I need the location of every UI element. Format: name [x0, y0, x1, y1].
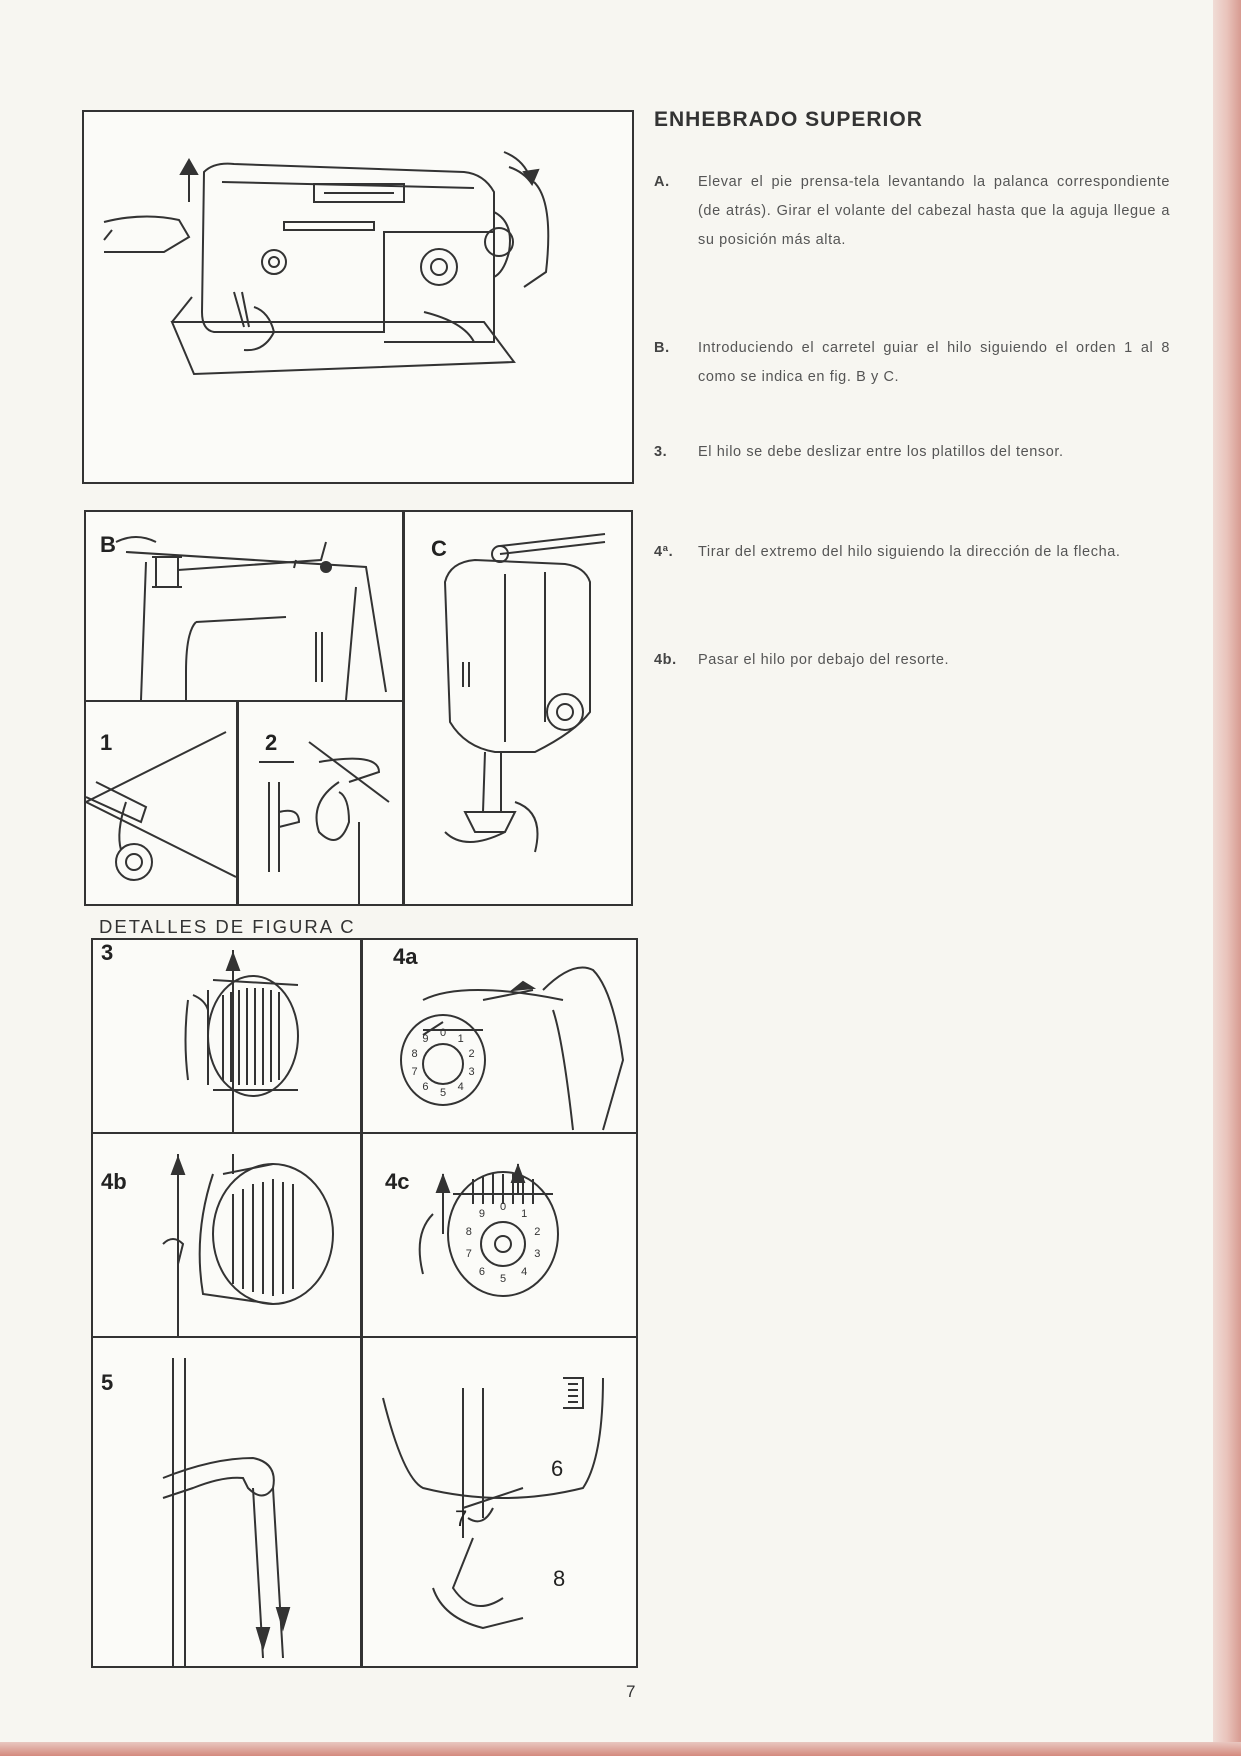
page-edge-right	[1213, 0, 1241, 1756]
step-3-text: El hilo se debe deslizar entre los plati…	[698, 444, 1064, 460]
page-edge-bottom	[0, 1742, 1241, 1756]
figure-b-label: B	[100, 532, 116, 557]
detail-3: 3	[91, 938, 362, 1134]
dial-number: 0	[500, 1201, 507, 1213]
thread-point-8: 8	[553, 1566, 566, 1591]
figure-b-illustration	[115, 536, 387, 700]
details-caption: DETALLES DE FIGURA C	[99, 916, 356, 937]
page-number: 7	[626, 1682, 636, 1701]
step-a-text: Elevar el pie prensa-tela levantando la …	[698, 174, 1170, 248]
detail-5-label: 5	[101, 1370, 114, 1395]
dial-number: 3	[534, 1248, 541, 1261]
step-a: A. Elevar el pie prensa-tela levantando …	[654, 168, 1170, 255]
step-3-key: 3.	[654, 444, 668, 460]
dial-number: 1	[521, 1207, 528, 1220]
step-4a: 4ª. Tirar del extremo del hilo siguiendo…	[654, 538, 1170, 567]
sewing-machine-illustration	[103, 151, 550, 376]
page-title: ENHEBRADO SUPERIOR	[654, 108, 923, 131]
detail-4a-label: 4a	[393, 944, 418, 969]
dial-number: 7	[465, 1248, 472, 1261]
thread-point-7: 7	[455, 1506, 468, 1531]
dial-number: 2	[468, 1047, 475, 1060]
step-b-text: Introduciendo el carretel guiar el hilo …	[698, 340, 1170, 385]
detail-2: 2	[237, 700, 404, 906]
dial-number: 5	[500, 1273, 507, 1285]
detail-1: 1	[84, 700, 238, 906]
dial-number: 9	[422, 1032, 429, 1045]
detail-4c-illustration	[418, 1163, 559, 1297]
detail-4b-illustration	[162, 1154, 334, 1336]
detail-2-illustration	[259, 741, 390, 904]
detail-1-illustration	[86, 731, 236, 881]
dial-number: 3	[468, 1066, 475, 1079]
figure-c: C	[403, 510, 633, 906]
detail-4a-illustration	[400, 966, 625, 1131]
step-4b-key: 4b.	[654, 652, 677, 668]
step-b: B. Introduciendo el carretel guiar el hi…	[654, 334, 1170, 392]
dial-number: 6	[478, 1266, 485, 1279]
dial-number: 8	[411, 1047, 418, 1060]
figure-sewing-machine	[82, 110, 634, 484]
step-a-key: A.	[654, 174, 670, 190]
dial-number: 5	[440, 1087, 447, 1099]
dial-number: 0	[440, 1027, 447, 1039]
needle-detail-illustration	[382, 1377, 604, 1630]
thread-point-6: 6	[551, 1456, 564, 1481]
detail-5: 5	[91, 1336, 362, 1668]
dial-number: 8	[465, 1225, 472, 1238]
step-4a-text: Tirar del extremo del hilo siguiendo la …	[698, 544, 1121, 560]
dial-number: 2	[534, 1225, 541, 1238]
step-4b: 4b. Pasar el hilo por debajo del resorte…	[654, 646, 1170, 675]
detail-4b: 4b	[91, 1132, 362, 1338]
detail-4b-label: 4b	[101, 1169, 127, 1194]
dial-number: 7	[411, 1066, 418, 1079]
detail-4c-label: 4c	[385, 1169, 410, 1194]
dial-number: 1	[457, 1032, 464, 1045]
dial-number: 9	[478, 1207, 485, 1220]
detail-5-illustration	[162, 1358, 291, 1666]
detail-6-7-8: 6 7 8	[361, 1336, 638, 1668]
step-3: 3. El hilo se debe deslizar entre los pl…	[654, 438, 1170, 467]
figure-c-illustration	[443, 533, 606, 853]
detail-1-label: 1	[100, 730, 113, 755]
step-4a-key: 4ª.	[654, 544, 674, 560]
figure-b: B	[84, 510, 404, 702]
detail-2-label: 2	[265, 730, 278, 755]
step-b-key: B.	[654, 340, 670, 356]
dial-number: 6	[422, 1081, 429, 1094]
detail-3-illustration	[184, 950, 299, 1132]
detail-3-label: 3	[101, 940, 114, 965]
dial-number: 4	[521, 1266, 528, 1279]
figure-c-label: C	[431, 536, 447, 561]
step-4b-text: Pasar el hilo por debajo del resorte.	[698, 652, 950, 668]
dial-number: 4	[457, 1081, 464, 1094]
